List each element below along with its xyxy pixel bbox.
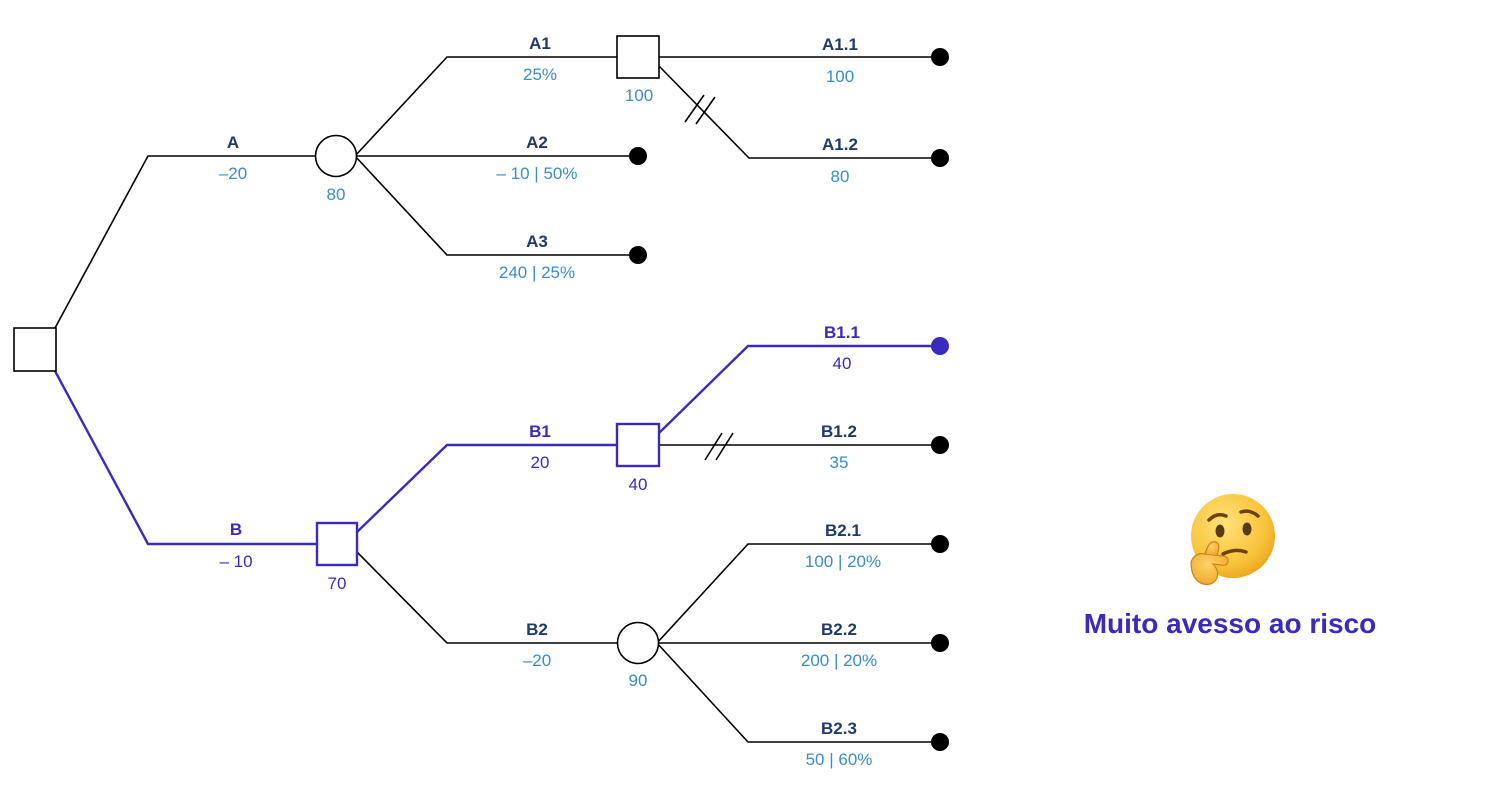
terminal-node-b2-3 xyxy=(931,733,949,751)
branch-a3: A3 240 | 25% xyxy=(354,155,647,282)
chance-node-b2: 90 xyxy=(616,621,660,690)
branch-b2-1-line xyxy=(656,543,940,644)
branch-b1-2-name: B1.2 xyxy=(821,422,857,441)
branch-b2: B2 –20 xyxy=(356,551,617,670)
branch-b2-1-name: B2.1 xyxy=(825,521,861,540)
terminal-node-a1-2 xyxy=(931,149,949,167)
decision-tree: A –20 A1 25% A2 – 10 | 50% A3 240 | 25% … xyxy=(13,34,949,769)
decision-node-a1-value: 100 xyxy=(625,86,653,105)
decision-node-b: 70 xyxy=(315,521,359,593)
thinking-face-icon xyxy=(1183,492,1279,588)
root-decision-node xyxy=(13,327,57,372)
chance-node-a-value: 80 xyxy=(327,185,346,204)
terminal-node-a2 xyxy=(629,147,647,165)
decision-node-b1: 40 xyxy=(615,422,661,494)
branch-b2-line xyxy=(356,551,617,644)
branch-a1-1: A1.1 100 xyxy=(659,35,949,86)
branch-a2-name: A2 xyxy=(526,133,548,152)
branch-b1-value: 20 xyxy=(531,453,550,472)
branch-b1-line xyxy=(356,443,617,533)
caption-risk-profile: Muito avesso ao risco xyxy=(1083,608,1377,639)
branch-b1-2: B1.2 35 xyxy=(659,422,949,472)
branch-a2-value: – 10 | 50% xyxy=(497,164,578,183)
branch-a1-2-line xyxy=(658,65,940,159)
branch-b1-2-value: 35 xyxy=(830,453,849,472)
branch-a1-1-name: A1.1 xyxy=(822,35,858,54)
pruned-mark-b1-2 xyxy=(704,432,734,461)
branch-b2-2: B2.2 200 | 20% xyxy=(659,620,949,670)
branch-a1: A1 25% xyxy=(354,34,617,157)
branch-a3-line xyxy=(354,155,638,256)
branch-b1-name: B1 xyxy=(529,422,551,441)
decision-node-a1: 100 xyxy=(616,35,660,105)
branch-b2-3-line xyxy=(656,642,940,743)
branch-b-value: – 10 xyxy=(219,552,252,571)
branch-a1-line xyxy=(354,56,617,157)
terminal-node-b2-2 xyxy=(931,634,949,652)
terminal-node-b1-2 xyxy=(931,436,949,454)
branch-a1-1-value: 100 xyxy=(826,67,854,86)
branch-a2: A2 – 10 | 50% xyxy=(357,133,647,183)
branch-b2-value: –20 xyxy=(523,651,551,670)
branch-a-line xyxy=(54,155,315,329)
branch-a1-2-value: 80 xyxy=(831,167,850,186)
branch-b2-3: B2.3 50 | 60% xyxy=(656,642,949,769)
decision-node-b-value: 70 xyxy=(328,574,347,593)
branch-b1-1-name: B1.1 xyxy=(824,323,860,342)
branch-b2-1-value: 100 | 20% xyxy=(805,552,881,571)
branch-b2-1: B2.1 100 | 20% xyxy=(656,521,949,644)
branch-a1-2-name: A1.2 xyxy=(822,135,858,154)
branch-a1-value: 25% xyxy=(523,65,557,84)
terminal-node-b2-1 xyxy=(931,535,949,553)
branch-a3-value: 240 | 25% xyxy=(499,263,575,282)
branch-a-value: –20 xyxy=(219,164,247,183)
branch-b2-2-value: 200 | 20% xyxy=(801,651,877,670)
branch-b2-2-name: B2.2 xyxy=(821,620,857,639)
branch-b1-1-value: 40 xyxy=(833,354,852,373)
branch-b2-3-name: B2.3 xyxy=(821,719,857,738)
branch-b-line xyxy=(53,370,317,546)
branch-b: B – 10 xyxy=(53,370,317,571)
terminal-node-b1-1 xyxy=(931,337,949,355)
chance-node-b2-value: 90 xyxy=(629,671,648,690)
branch-b2-name: B2 xyxy=(526,620,548,639)
terminal-node-a1-1 xyxy=(931,48,949,66)
branch-a1-name: A1 xyxy=(529,34,551,53)
pruned-mark-a1-2 xyxy=(684,94,716,125)
branch-a-name: A xyxy=(227,133,239,152)
branch-a: A –20 xyxy=(54,133,315,329)
branch-b1: B1 20 xyxy=(356,422,617,533)
branch-b-name: B xyxy=(230,520,242,539)
branch-b1-1-line xyxy=(658,344,940,434)
branch-a3-name: A3 xyxy=(526,232,548,251)
branch-a1-2: A1.2 80 xyxy=(658,65,949,186)
branch-b2-3-value: 50 | 60% xyxy=(806,750,873,769)
branch-b1-1: B1.1 40 xyxy=(658,323,949,434)
terminal-node-a3 xyxy=(629,246,647,264)
chance-node-a: 80 xyxy=(314,134,358,204)
decision-node-b1-value: 40 xyxy=(629,475,648,494)
